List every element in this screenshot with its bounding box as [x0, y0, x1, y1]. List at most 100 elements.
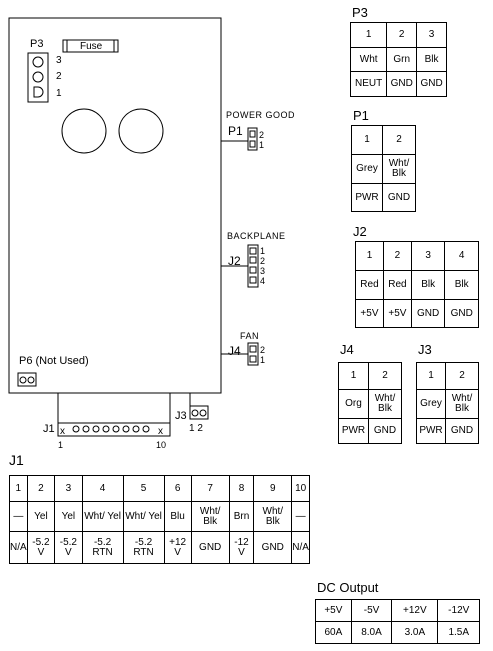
pin-number: 1 [351, 125, 383, 155]
pin-number: 1 [355, 241, 384, 271]
j3-pin-label: 1 2 [189, 423, 203, 434]
backplane-label: BACKPLANE [227, 231, 286, 241]
p6-label: P6 (Not Used) [19, 355, 89, 367]
pin-number: 3 [410, 241, 446, 271]
pin-number: 2 [382, 241, 412, 271]
pin-signal: -12 V [228, 531, 255, 564]
pin-number: 3 [416, 22, 447, 48]
pin-signal: GND [444, 299, 479, 328]
p1-label: P1 [228, 124, 243, 138]
fan-right [118, 108, 164, 154]
pin-signal: GND [410, 299, 446, 328]
j1-table-title: J1 [9, 452, 24, 468]
pin-signal: GND [416, 71, 447, 97]
j3-label: J3 [175, 410, 187, 422]
j4-table-title: J4 [340, 342, 354, 357]
pin-signal: GND [386, 71, 418, 97]
pin-number: 6 [163, 475, 192, 502]
j4-connector [247, 342, 259, 366]
wire-color: Blu [163, 501, 192, 532]
pin-number: 7 [190, 475, 230, 502]
pin-signal: +12 V [163, 531, 192, 564]
j1-label: J1 [43, 423, 55, 435]
pin-signal: -5.2 RTN [81, 531, 124, 564]
output-voltage: -5V [350, 599, 393, 622]
pin-number: 5 [122, 475, 165, 502]
pin-number: 1 [338, 362, 369, 390]
pin-signal: -5.2 V [54, 531, 83, 564]
wire-color: Grey [351, 154, 383, 184]
pin-number: 1 [416, 362, 446, 390]
wire-color: Org [338, 389, 369, 419]
j3-connector [189, 405, 209, 420]
pin-signal: -5.2 RTN [122, 531, 165, 564]
wire-color: Yel [26, 501, 56, 532]
j3-table-title: J3 [418, 342, 432, 357]
wire-color: Wht/ Blk [445, 389, 479, 419]
pin-number: 1 [349, 22, 388, 48]
p1-table-title: P1 [353, 108, 369, 123]
pin-signal: +5V [355, 299, 384, 328]
j2-label: J2 [228, 254, 241, 268]
pin-signal: PWR [338, 418, 369, 444]
p1-pin-label: 1 [259, 140, 265, 150]
pin-number: 3 [54, 475, 83, 502]
j1-pin-last: 10 [156, 440, 167, 450]
pin-signal: N/A [291, 531, 310, 564]
wire-color: Wht/ Yel [122, 501, 165, 532]
output-voltage: -12V [437, 599, 480, 622]
wire-color: Wht/ Blk [368, 389, 402, 419]
j3-pinout-table: 1 2 Grey Wht/ Blk PWR GND [416, 362, 479, 444]
pin-number: 4 [81, 475, 124, 502]
output-current: 1.5A [437, 621, 480, 644]
j2-pin-label: 4 [260, 276, 266, 286]
wire-color: Blk [416, 47, 447, 72]
output-voltage: +12V [391, 599, 439, 622]
wire-color: Yel [54, 501, 83, 532]
pin-signal: GND [382, 183, 416, 212]
wire-color: Blk [444, 270, 479, 300]
j4-pin-label: 2 [260, 345, 266, 355]
p3-table-title: P3 [352, 5, 368, 20]
wire-color: Red [355, 270, 384, 300]
svg-text:x: x [158, 426, 163, 437]
p1-pinout-table: 1 2 Grey Wht/ Blk PWR GND [351, 125, 416, 212]
fuse-label: Fuse [80, 41, 103, 52]
p1-connector [247, 127, 258, 151]
p6-connector [17, 372, 37, 387]
wire-color: Brn [228, 501, 255, 532]
power-good-label: POWER GOOD [226, 110, 296, 120]
p3-label: P3 [30, 38, 44, 50]
wire-color: — [291, 501, 310, 532]
output-current: 3.0A [391, 621, 439, 644]
svg-text:x: x [60, 426, 65, 437]
wire-color: Wht/ Blk [382, 154, 416, 184]
wire-color: Blk [410, 270, 446, 300]
p3-pin-label: 1 [56, 88, 62, 99]
pin-number: 10 [291, 475, 310, 502]
wire-color: Wht/ Blk [253, 501, 293, 532]
psu-body [8, 17, 222, 394]
fan-left [61, 108, 107, 154]
pin-signal: PWR [416, 418, 446, 444]
j2-connector [247, 244, 259, 288]
p1-pin-label: 2 [259, 130, 265, 140]
pin-number: 2 [368, 362, 402, 390]
output-current: 8.0A [350, 621, 393, 644]
wire-color: — [9, 501, 28, 532]
fuse [62, 39, 119, 53]
wire-color: Red [382, 270, 412, 300]
dc-output-table: +5V -5V +12V -12V 60A 8.0A 3.0A 1.5A [315, 599, 480, 644]
wire-color: Wht/ Blk [190, 501, 230, 532]
j2-pin-label: 1 [260, 246, 266, 256]
fan-label: FAN [240, 331, 260, 341]
j2-pin-label: 3 [260, 266, 266, 276]
pin-number: 8 [228, 475, 255, 502]
pin-number: 2 [26, 475, 56, 502]
j2-table-title: J2 [353, 224, 367, 239]
pin-number: 9 [253, 475, 293, 502]
j4-pin-label: 1 [260, 355, 266, 365]
j4-label: J4 [228, 344, 241, 358]
p3-connector [27, 52, 49, 103]
